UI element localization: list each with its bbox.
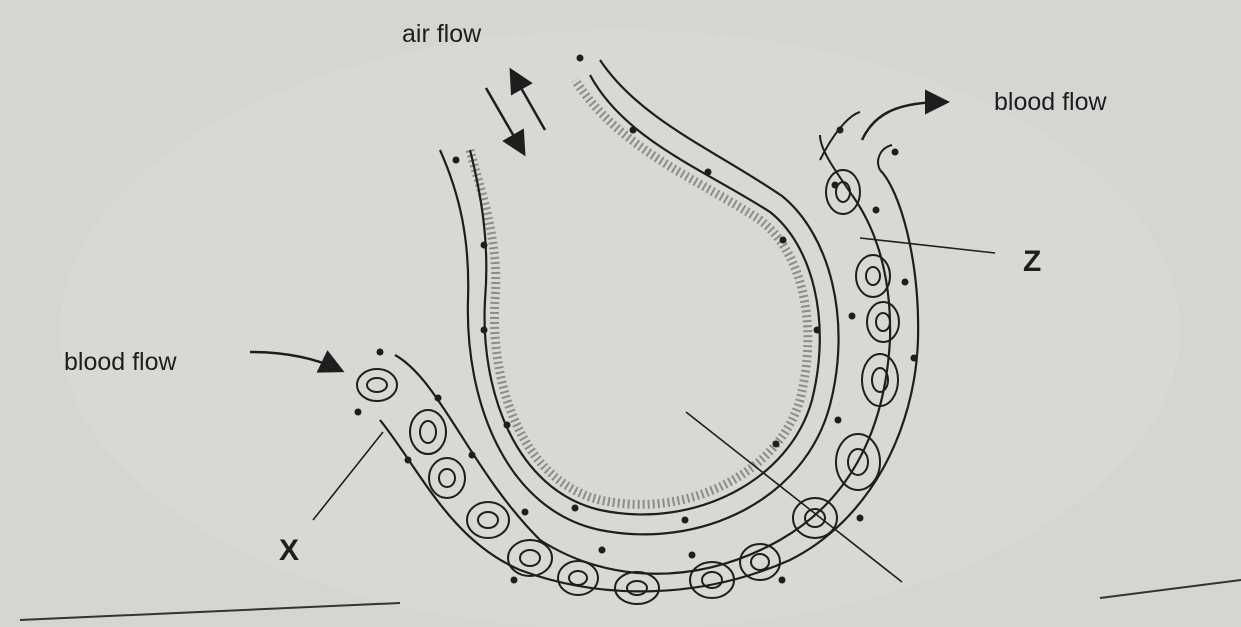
z-label: Z	[1023, 245, 1041, 279]
x-label: X	[279, 534, 299, 568]
blood-flow-in-label: blood flow	[64, 348, 177, 377]
air-flow-label: air flow	[402, 20, 481, 49]
blood-flow-out-label: blood flow	[994, 88, 1107, 117]
